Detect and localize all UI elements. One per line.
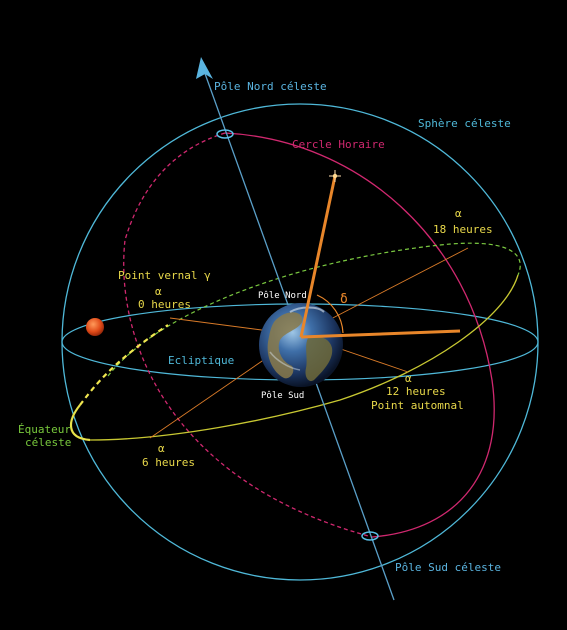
label-delta: δ — [340, 292, 348, 307]
label-alpha-12h: α — [405, 372, 412, 385]
label-alpha-6h: α — [158, 442, 165, 455]
orange-hour-line — [299, 175, 337, 338]
label-alpha-18h: α — [455, 207, 462, 220]
orange-equator-line — [300, 329, 461, 339]
label-0-heures: 0 heures — [138, 298, 191, 311]
label-point-vernal: Point vernal γ — [118, 269, 211, 282]
label-pole-nord: Pôle Nord — [258, 290, 307, 301]
label-6-heures: 6 heures — [142, 456, 195, 469]
earth-icon — [259, 303, 343, 387]
ecliptic-back — [107, 242, 521, 377]
label-cercle-horaire: Cercle Horaire — [292, 138, 385, 151]
label-pole-sud: Pôle Sud — [261, 390, 304, 401]
label-12-heures: 12 heures — [386, 385, 446, 398]
label-equateur-line1: Équateur — [18, 423, 71, 436]
north-pole-ring — [216, 129, 234, 139]
label-equateur-line2: céleste — [25, 436, 71, 449]
south-pole-ring — [361, 531, 379, 541]
hour-circle-front — [224, 132, 495, 538]
label-ecliptique: Ecliptique — [168, 354, 234, 367]
star-icon — [329, 170, 341, 182]
ecliptic-front-right — [89, 274, 519, 441]
hour-circle-back — [123, 132, 373, 538]
label-alpha-0h: α — [155, 285, 162, 298]
label-point-automnal: Point automnal — [371, 399, 464, 412]
label-18-heures: 18 heures — [433, 223, 493, 236]
label-sphere-celeste: Sphère céleste — [418, 117, 511, 130]
label-pole-nord-celeste: Pôle Nord céleste — [214, 80, 327, 93]
north-arrow-icon — [196, 57, 213, 79]
sun-icon — [86, 318, 104, 336]
ecliptic-front-left — [70, 404, 91, 442]
label-pole-sud-celeste: Pôle Sud céleste — [395, 561, 501, 574]
ecliptic-vernal-dashed — [79, 324, 169, 406]
declination-arc — [316, 294, 344, 334]
